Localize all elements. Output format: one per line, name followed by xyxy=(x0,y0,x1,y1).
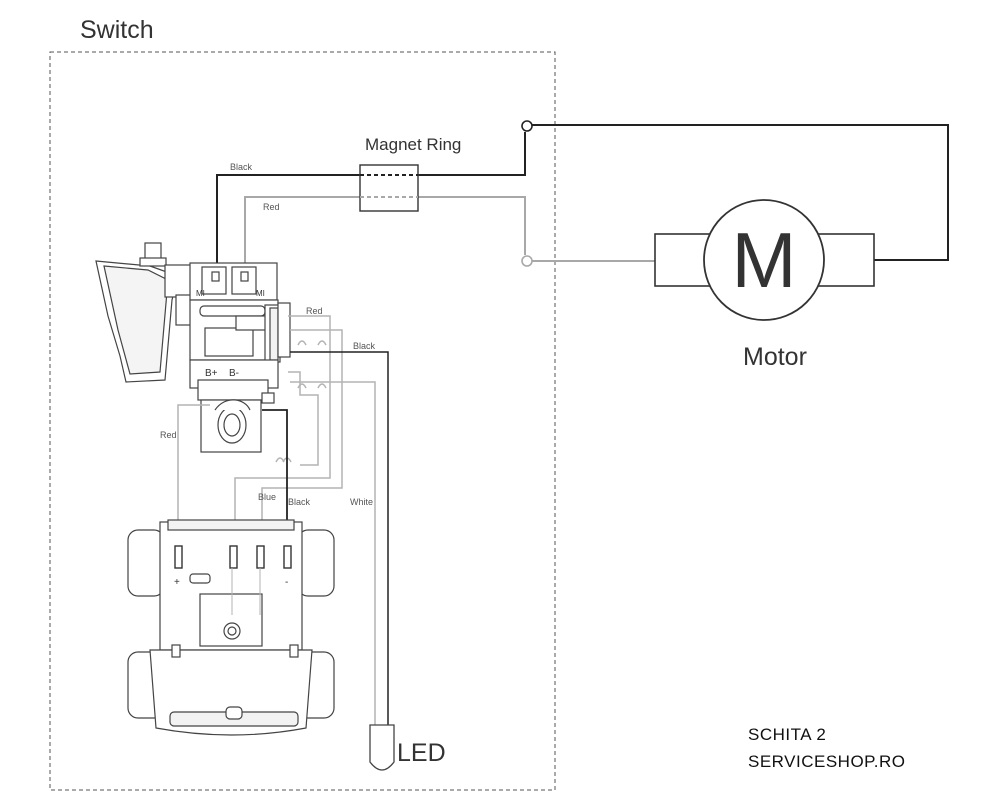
motor xyxy=(654,199,875,321)
switch-trigger xyxy=(95,242,196,383)
red-wire-top xyxy=(244,196,655,266)
led-wires xyxy=(290,351,389,725)
footer-line1: SCHITA 2 xyxy=(748,725,826,744)
junction-node-bottom xyxy=(521,255,533,267)
wire-label-white: White xyxy=(350,497,373,507)
black-wire-top xyxy=(216,124,949,266)
wire-label-black-low: Black xyxy=(288,497,311,507)
switch-module xyxy=(189,262,291,404)
magnet-ring-label: Magnet Ring xyxy=(365,135,461,154)
footer-line2: SERVICESHOP.RO xyxy=(748,752,906,771)
magnet-ring xyxy=(359,164,419,212)
junction-node-top xyxy=(521,120,533,132)
terminal-plus: + xyxy=(174,577,180,588)
wire-label-black-top: Black xyxy=(230,162,253,172)
wire-label-red-left: Red xyxy=(160,430,177,440)
switch-boundary xyxy=(49,51,556,791)
terminal-b-minus: B- xyxy=(229,368,239,379)
black-wire-internal xyxy=(262,409,288,545)
switch-label: Switch xyxy=(80,16,154,44)
capacitor-component xyxy=(200,399,262,453)
terminal-leads xyxy=(231,568,261,615)
wire-label-blue: Blue xyxy=(258,492,276,502)
terminal-b-plus: B+ xyxy=(205,368,218,379)
terminal-m1-right: MI xyxy=(256,289,265,298)
led-component xyxy=(369,724,395,771)
wire-label-red-mid: Red xyxy=(306,306,323,316)
battery-terminals xyxy=(174,545,292,569)
motor-symbol: M xyxy=(732,216,797,304)
terminal-minus: - xyxy=(285,577,288,588)
battery-holder xyxy=(127,519,335,736)
wire-label-black-mid: Black xyxy=(353,341,376,351)
wire-label-red-top: Red xyxy=(263,202,280,212)
terminal-m1-left: MI xyxy=(196,289,205,298)
motor-label: Motor xyxy=(743,343,807,371)
red-wires-internal xyxy=(177,315,343,545)
led-label: LED xyxy=(397,739,446,767)
